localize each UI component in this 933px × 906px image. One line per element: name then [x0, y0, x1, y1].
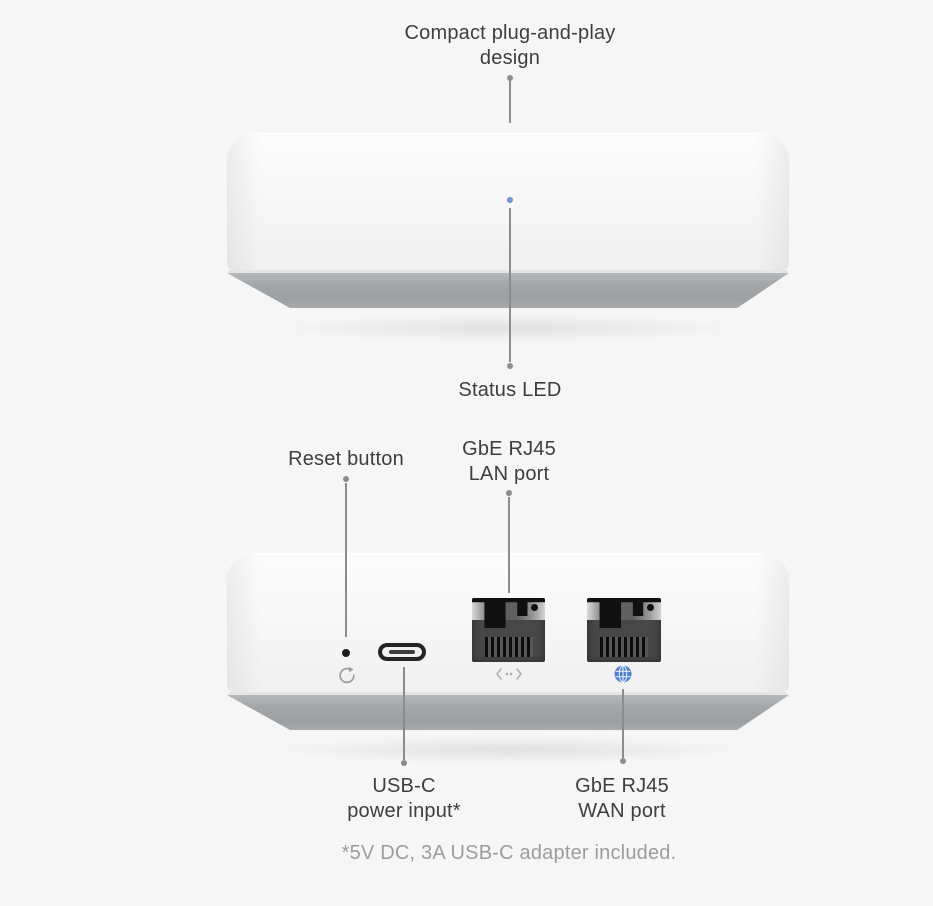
port-led — [531, 604, 538, 611]
label-line: LAN port — [468, 463, 550, 485]
device-back-view — [227, 553, 789, 763]
callout-dot — [620, 758, 626, 764]
label-line: USB-C — [372, 775, 436, 797]
wan-port-rj45 — [587, 598, 661, 662]
label-line: design — [479, 47, 541, 69]
callout-label-status-led: Status LED — [458, 379, 562, 401]
callout-dot — [507, 75, 513, 81]
device-seam — [229, 692, 787, 695]
device-front-base — [227, 273, 789, 308]
callout-line — [345, 483, 347, 637]
device-back-base — [227, 695, 789, 730]
callout-dot — [507, 363, 513, 369]
reset-arrow-icon — [339, 666, 355, 684]
device-seam — [229, 270, 787, 273]
port-led — [647, 604, 654, 611]
label-line: WAN port — [578, 800, 666, 822]
callout-line — [403, 667, 405, 760]
callout-dot — [343, 476, 349, 482]
callout-label-reset: Reset button — [288, 448, 404, 470]
device-front-body — [227, 133, 789, 270]
label-line: GbE RJ45 — [575, 775, 669, 797]
port-pins — [600, 637, 648, 657]
reset-button — [342, 649, 350, 657]
device-shadow — [267, 315, 749, 341]
callout-label-lan: GbE RJ45 LAN port — [462, 437, 556, 487]
callout-line — [509, 208, 511, 362]
callout-dot — [401, 760, 407, 766]
callout-line — [509, 81, 511, 123]
device-front-view — [227, 133, 789, 341]
label-line: power input* — [347, 800, 461, 822]
callout-label-wan: GbE RJ45 WAN port — [575, 774, 669, 824]
callout-label-design: Compact plug-and-play design — [405, 21, 616, 71]
callout-line — [622, 689, 624, 758]
status-led-dot — [507, 197, 513, 203]
lan-port-rj45 — [472, 598, 545, 662]
usb-c-port — [378, 643, 426, 661]
globe-icon — [614, 665, 632, 683]
label-line: GbE RJ45 — [462, 438, 556, 460]
lan-link-icon — [496, 668, 522, 680]
footnote: *5V DC, 3A USB-C adapter included. — [341, 842, 677, 864]
device-shadow — [267, 737, 749, 763]
callout-line — [508, 497, 510, 593]
label-line: Compact plug-and-play — [404, 22, 616, 44]
port-pins — [485, 637, 533, 657]
callout-dot — [506, 490, 512, 496]
callout-label-usb-power: USB-C power input* — [347, 774, 461, 824]
